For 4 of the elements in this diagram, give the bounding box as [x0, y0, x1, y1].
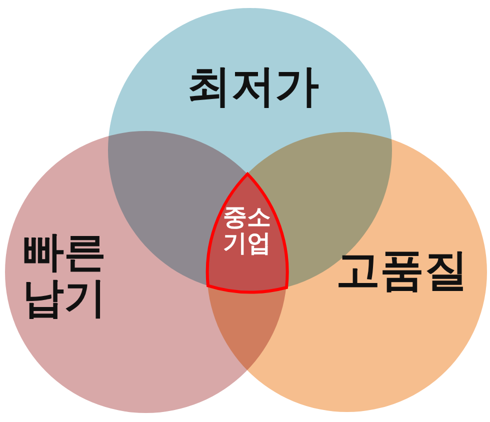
circle-label: 고품질 — [335, 247, 469, 296]
circle-label: 최저가 — [186, 63, 320, 112]
intersection-label: 중소 기업 — [222, 204, 272, 257]
circle-label: 빠른 납기 — [21, 229, 107, 322]
